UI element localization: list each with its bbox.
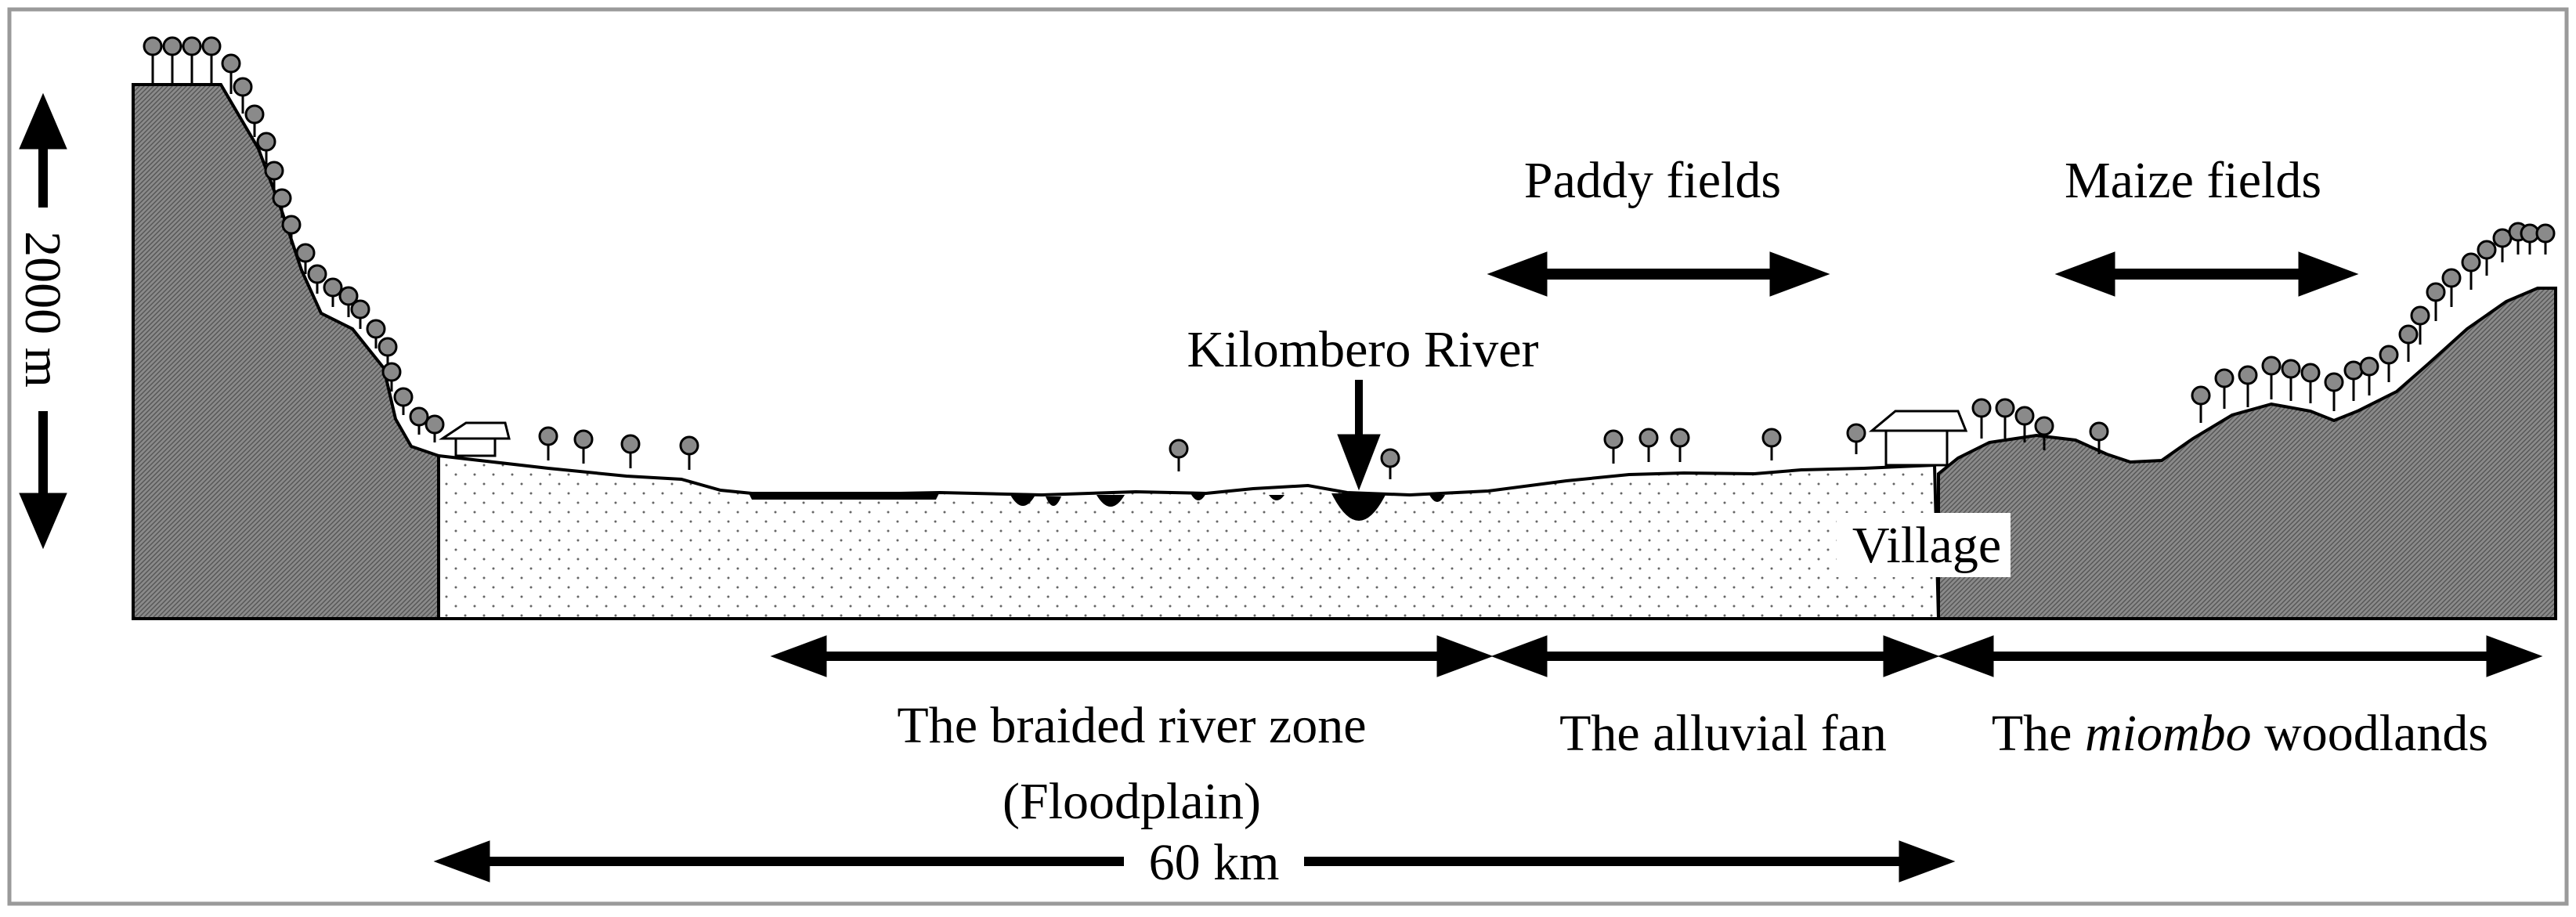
village-house-icon xyxy=(1868,410,1968,467)
tree-icon xyxy=(182,36,202,56)
tree-icon xyxy=(2461,252,2481,273)
tree-icon xyxy=(2261,356,2282,376)
trees xyxy=(143,36,2556,479)
tree-icon xyxy=(1670,428,1690,448)
village-label: Village xyxy=(1852,517,2001,574)
tree-icon xyxy=(1761,428,1782,448)
tree-icon xyxy=(281,215,302,235)
tree-icon xyxy=(1380,448,1400,468)
tree-icon xyxy=(1603,429,1624,449)
tree-icon xyxy=(2477,240,2497,260)
tree-icon xyxy=(323,277,343,298)
tree-icon xyxy=(1169,439,1189,459)
tree-icon xyxy=(620,434,641,454)
paddy-fields-arrow xyxy=(1487,251,1830,297)
tree-icon xyxy=(2535,223,2556,244)
right-hills xyxy=(1937,287,2557,620)
tree-icon xyxy=(2089,421,2109,442)
tree-icon xyxy=(272,188,292,208)
tree-icon xyxy=(264,161,284,181)
tree-icon xyxy=(1846,423,1866,443)
tree-icon xyxy=(378,337,398,357)
tree-icon xyxy=(143,36,163,56)
floodplain-label: (Floodplain) xyxy=(1003,773,1261,830)
tree-icon xyxy=(2359,356,2379,377)
floodplain xyxy=(437,453,1941,620)
tree-icon xyxy=(2410,305,2430,326)
tree-icon xyxy=(338,286,359,306)
tree-icon xyxy=(1971,398,1992,418)
house-icon xyxy=(439,421,511,457)
tree-icon xyxy=(679,435,699,456)
tree-icon xyxy=(2324,372,2344,392)
tree-icon xyxy=(1995,398,2015,418)
tree-icon xyxy=(425,414,445,435)
figure-frame xyxy=(7,7,2569,906)
tree-icon xyxy=(2300,363,2321,383)
alluvial-fan-label: The alluvial fan xyxy=(1559,705,1887,762)
horizontal-scale-label: 60 km xyxy=(1149,834,1280,891)
tree-icon xyxy=(201,36,222,56)
river-pointer-arrow xyxy=(1337,380,1381,491)
tree-icon xyxy=(2281,359,2301,379)
tree-icon xyxy=(307,264,327,284)
tree-icon xyxy=(1638,428,1659,448)
tree-icon xyxy=(233,77,253,97)
tree-icon xyxy=(409,406,429,427)
tree-icon xyxy=(2238,365,2258,385)
tree-icon xyxy=(2214,368,2235,388)
tree-icon xyxy=(2343,360,2364,381)
tree-icon xyxy=(2379,345,2399,365)
vertical-scale-label: 2000 m xyxy=(14,231,71,388)
maize-fields-label: Maize fields xyxy=(2065,152,2321,209)
maize-fields-arrow xyxy=(2054,251,2359,297)
paddy-fields-label: Paddy fields xyxy=(1524,152,1781,209)
tree-icon xyxy=(295,243,316,263)
tree-icon xyxy=(2398,324,2419,345)
tree-icon xyxy=(393,387,414,407)
tree-icon xyxy=(2426,282,2446,302)
tree-icon xyxy=(350,299,370,320)
tree-icon xyxy=(221,53,241,74)
tree-icon xyxy=(2191,385,2211,406)
zone-arrows xyxy=(770,635,2543,677)
tree-icon xyxy=(244,104,265,125)
braided-zone-label: The braided river zone xyxy=(897,697,1366,754)
braided-channels xyxy=(748,492,1445,521)
kilombero-river-label: Kilombero River xyxy=(1187,321,1538,378)
tree-icon xyxy=(573,429,594,449)
tree-icon xyxy=(162,36,182,56)
tree-icon xyxy=(2441,268,2462,288)
miombo-woodlands-label: The miombo woodlands xyxy=(1992,705,2488,762)
tree-icon xyxy=(256,132,276,152)
tree-icon xyxy=(2034,416,2054,436)
tree-icon xyxy=(538,426,558,446)
tree-icon xyxy=(381,362,402,382)
tree-icon xyxy=(366,319,386,339)
tree-icon xyxy=(2014,406,2035,426)
